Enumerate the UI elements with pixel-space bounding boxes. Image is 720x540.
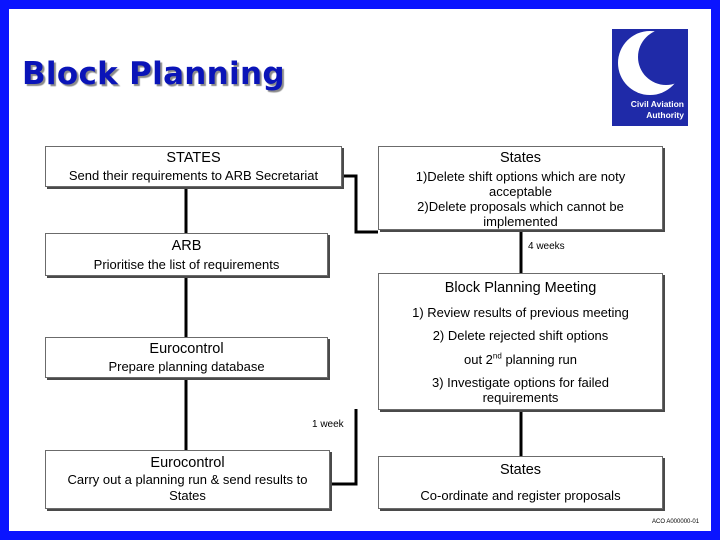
- meeting-item-4-line-2: requirements: [482, 390, 559, 405]
- states-left-box: STATES Send their requirements to ARB Se…: [45, 146, 342, 187]
- states-right-line-1: 1)Delete shift options which are noty: [415, 169, 626, 184]
- meeting-item-4-line-1: 3) Investigate options for failed: [431, 375, 610, 390]
- states-right-line-3: 2)Delete proposals which cannot be: [417, 199, 624, 214]
- four-weeks-label: 4 weeks: [528, 241, 565, 252]
- meeting-item-2: 2) Delete rejected shift options: [432, 328, 609, 343]
- arb-box: ARB Prioritise the list of requirements: [45, 233, 328, 276]
- eurocontrol-2-line-1: Carry out a planning run & send results …: [67, 472, 308, 487]
- meeting-item-3: out 2nd planning run: [379, 352, 662, 367]
- states-right-heading: States: [499, 150, 542, 166]
- states-left-text: Send their requirements to ARB Secretari…: [68, 168, 319, 183]
- connector-eurocontrol-states: [330, 409, 358, 486]
- one-week-label: 1 week: [312, 419, 344, 430]
- logo-line-1: Civil Aviation: [630, 99, 684, 109]
- states-right-box: States 1)Delete shift options which are …: [378, 146, 663, 230]
- meeting-heading: Block Planning Meeting: [444, 280, 597, 296]
- meeting-item-3-sup: nd: [492, 351, 502, 361]
- footer-code: ACO A000000-01: [652, 519, 700, 525]
- meeting-item-1: 1) Review results of previous meeting: [412, 305, 629, 320]
- crescent-icon: [618, 29, 688, 95]
- states-bottom-text: Co-ordinate and register proposals: [420, 488, 621, 503]
- meeting-item-3-pre: out 2: [464, 352, 493, 367]
- eurocontrol-1-text: Prepare planning database: [108, 359, 265, 374]
- states-left-heading: STATES: [166, 150, 221, 166]
- logo-line-2: Authority: [646, 110, 684, 120]
- eurocontrol-2-line-2: States: [169, 488, 206, 503]
- meeting-item-3-post: planning run: [501, 352, 577, 367]
- eurocontrol-planning-run-box: Eurocontrol Carry out a planning run & s…: [45, 450, 330, 509]
- logo-text: Civil Aviation Authority: [614, 99, 684, 121]
- arb-heading: ARB: [171, 238, 202, 254]
- eurocontrol-database-box: Eurocontrol Prepare planning database: [45, 337, 328, 378]
- states-right-line-2: acceptable: [489, 184, 552, 199]
- states-bottom-heading: States: [499, 462, 542, 478]
- connector-states-right: [342, 174, 378, 234]
- eurocontrol-2-heading: Eurocontrol: [150, 455, 225, 471]
- states-right-line-4: implemented: [483, 214, 558, 229]
- page-title: Block Planning: [22, 56, 285, 92]
- caa-logo: Civil Aviation Authority: [612, 29, 688, 126]
- eurocontrol-1-heading: Eurocontrol: [149, 341, 224, 357]
- states-bottom-box: States Co-ordinate and register proposal…: [378, 456, 663, 509]
- block-planning-meeting-box: Block Planning Meeting 1) Review results…: [378, 273, 663, 410]
- arb-text: Prioritise the list of requirements: [93, 257, 280, 272]
